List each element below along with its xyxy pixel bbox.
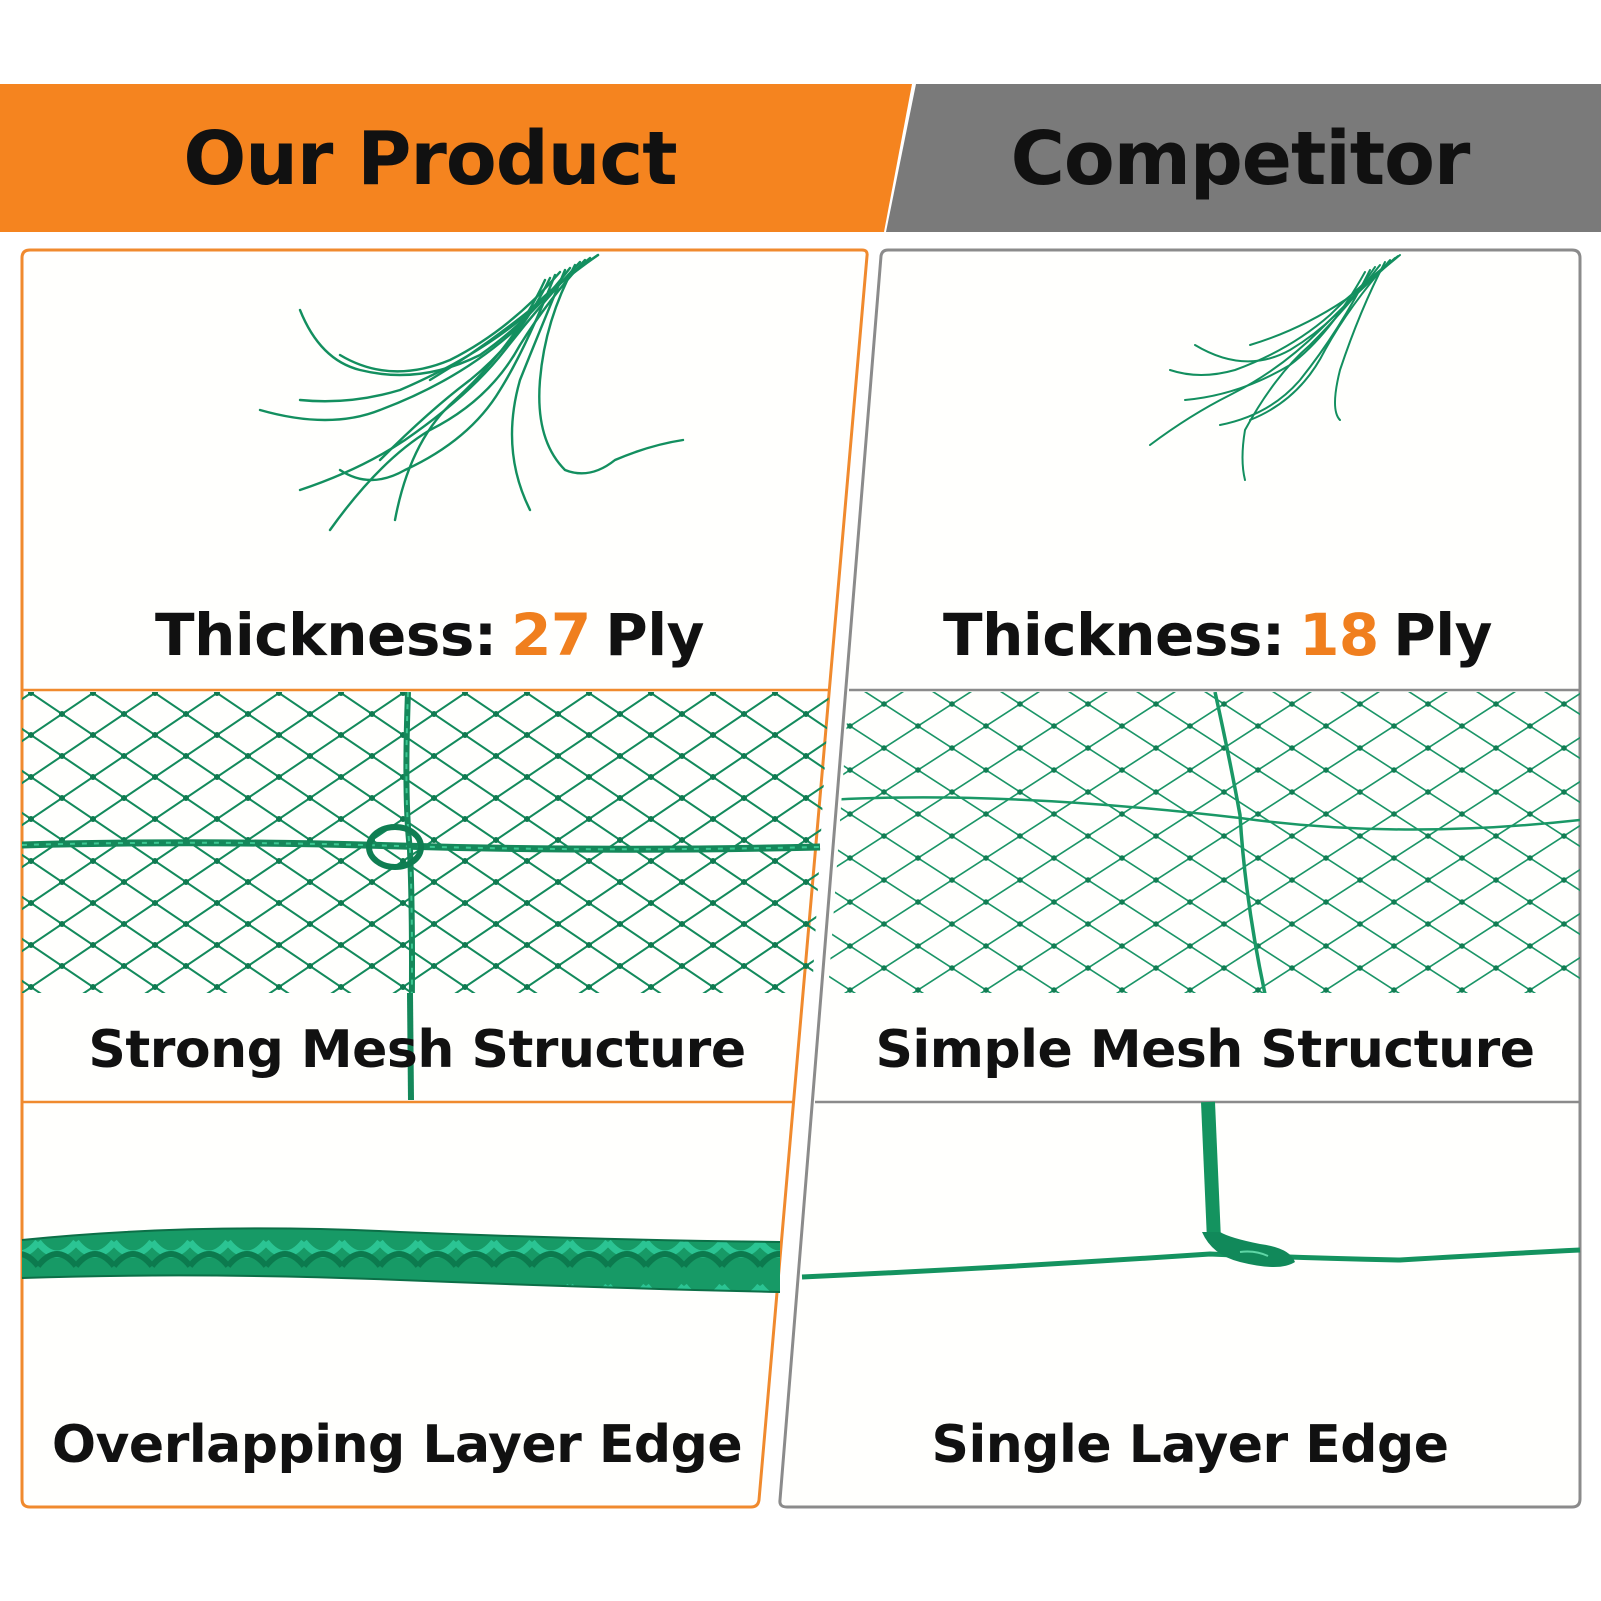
our-edge-label: Overlapping Layer Edge xyxy=(51,1415,743,1475)
competitor-fiber-strands xyxy=(1149,254,1401,481)
header-left-bar xyxy=(0,84,912,232)
our-thickness-unit: Ply xyxy=(605,601,704,669)
our-fiber-strands xyxy=(258,253,685,532)
competitor-thickness-label: Thickness: 18 Ply xyxy=(855,595,1580,675)
competitor-thickness-number: 18 xyxy=(1299,601,1379,669)
competitor-mesh-label: Simple Mesh Structure xyxy=(875,1020,1535,1080)
competitor-title: Competitor xyxy=(1010,116,1471,202)
our-thickness-prefix: Thickness: xyxy=(155,601,497,669)
our-thickness-number: 27 xyxy=(511,601,591,669)
competitor-thickness-prefix: Thickness: xyxy=(943,601,1285,669)
our-product-title: Our Product xyxy=(183,116,677,202)
our-mesh-label: Strong Mesh Structure xyxy=(88,1020,746,1080)
our-thickness-label: Thickness: 27 Ply xyxy=(22,595,837,675)
overlapping-edge-rope xyxy=(21,1227,781,1293)
competitor-edge-label: Single Layer Edge xyxy=(931,1415,1449,1475)
single-edge-strand xyxy=(801,1101,1581,1280)
header-right-bar xyxy=(886,84,1601,232)
competitor-thickness-unit: Ply xyxy=(1393,601,1492,669)
